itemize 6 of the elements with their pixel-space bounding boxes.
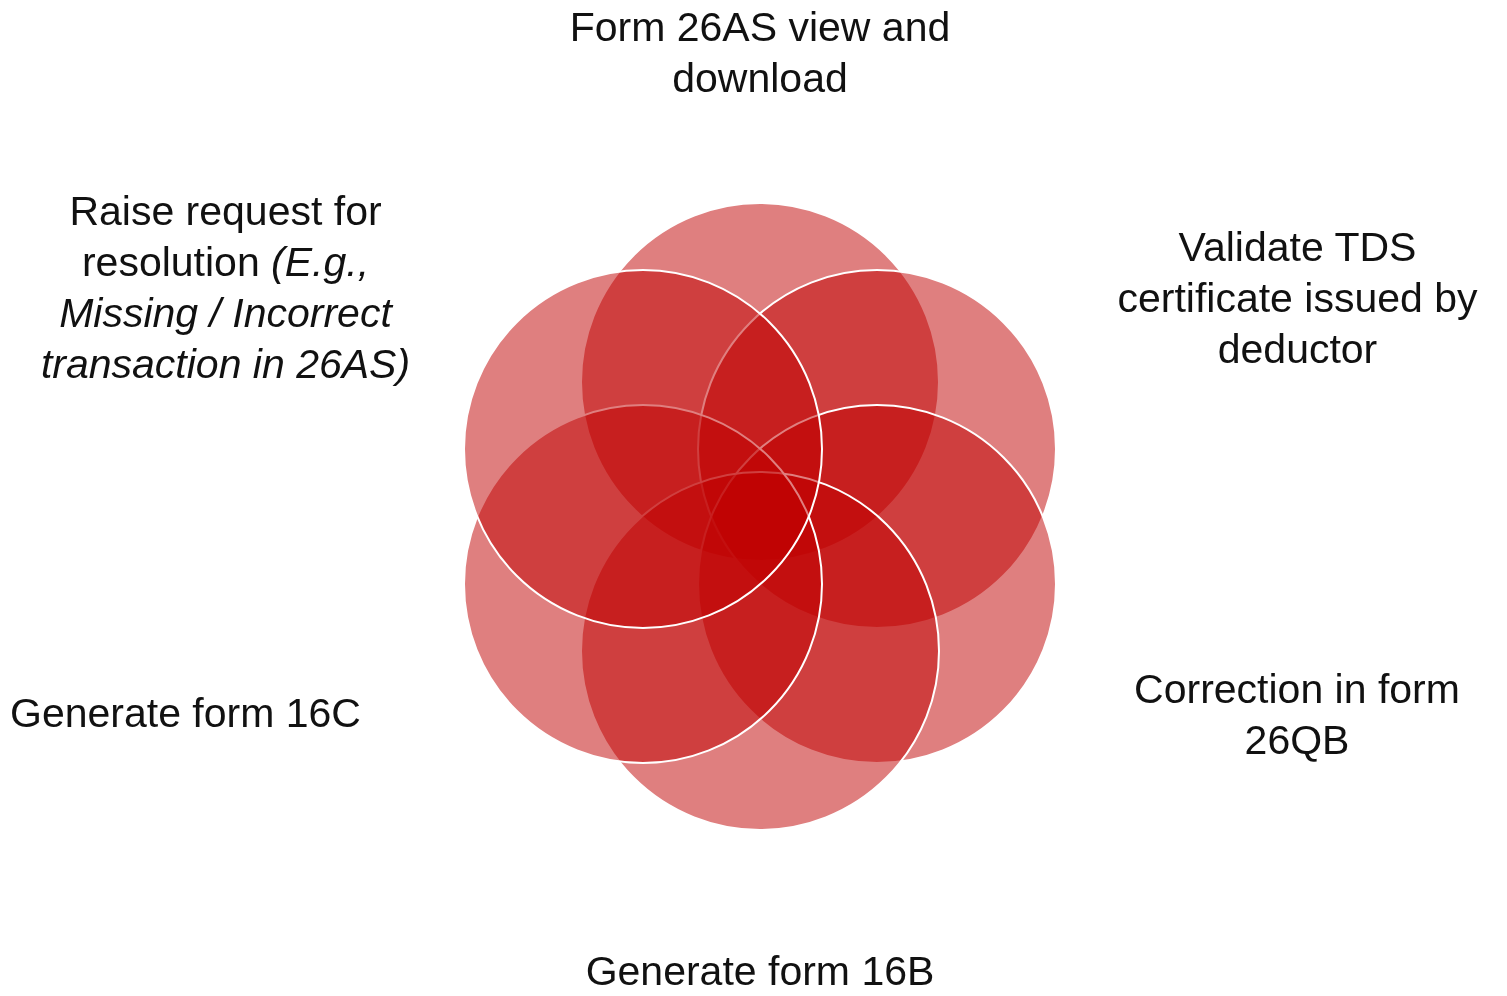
step-label: Validate TDS certificate issued by deductor: [1116, 223, 1479, 374]
step-label: Generate form 16B: [584, 947, 936, 996]
step-label: Correction in form 26QB: [1133, 665, 1461, 765]
step-label: Generate form 16C: [10, 689, 362, 738]
step-label: Raise request for resolution (E.g., Missing / Incorrect transaction in 26AS): [39, 187, 412, 389]
step-label: Form 26AS view and download: [568, 3, 952, 103]
